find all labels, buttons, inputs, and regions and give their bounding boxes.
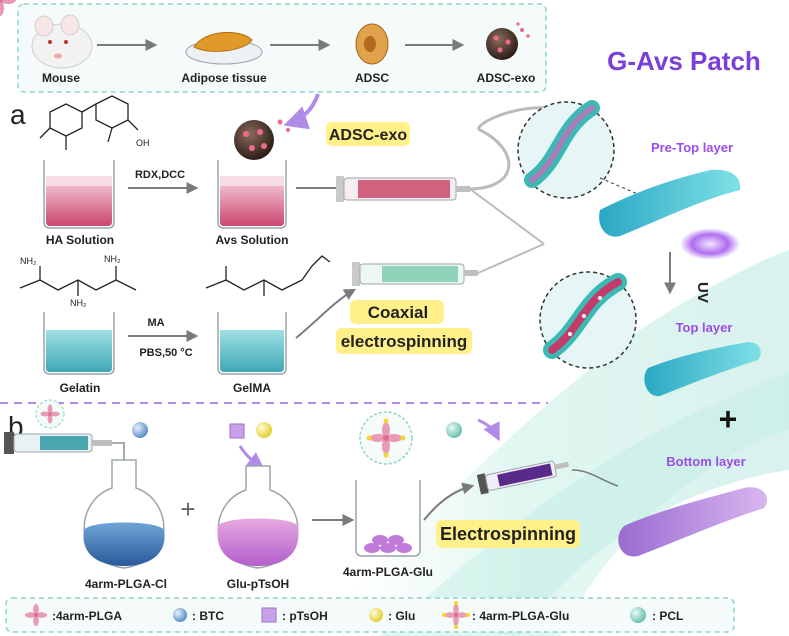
ha-solution-beaker <box>43 160 115 229</box>
top-layer-zoom-circle <box>539 271 637 369</box>
arrow-exo-into-avs <box>283 93 320 130</box>
adsc-exo-highlight <box>326 122 410 146</box>
gelatin-nh2-2: NH₂ <box>104 254 121 264</box>
flask-2-label: Glu-pTsOH <box>227 577 289 591</box>
legend-pcl-icon <box>630 607 646 623</box>
exosome-particle-icon <box>234 119 290 160</box>
gelma-label: GelMA <box>233 381 271 395</box>
flask-4arm-plga-cl <box>83 459 165 569</box>
legend-ptsoh-icon <box>261 607 277 623</box>
gelatin-label: Gelatin <box>60 381 101 395</box>
adsc-label: ADSC <box>355 71 389 85</box>
tubing-1 <box>469 106 561 191</box>
reaction-reagents-label: RDX,DCC <box>135 169 185 181</box>
arrow-beaker-to-syringe <box>423 482 475 521</box>
adsc-exosome-icon <box>486 22 530 60</box>
top-pipeline-frame <box>17 3 547 93</box>
bottom-layer-label: Bottom layer <box>666 454 745 469</box>
needle-line-2 <box>477 243 545 274</box>
gelma-molecule-structure <box>205 255 331 296</box>
panel-b-plus: + <box>180 494 195 524</box>
background-fiber-band-2 <box>380 372 789 636</box>
flask-glu-ptsoh <box>217 465 299 569</box>
electrospinning-label: Electrospinning <box>440 524 576 544</box>
panel-a-label: a <box>10 99 26 130</box>
uv-lamp-icon <box>680 228 740 260</box>
legend-label-5: : 4arm-PLGA-Glu <box>472 609 569 623</box>
avs-solution-label: Avs Solution <box>216 233 289 247</box>
pre-top-layer-zoom-circle <box>517 100 615 199</box>
syringe-electrospinning-icon <box>476 460 570 495</box>
adsc-cell-icon <box>355 23 389 65</box>
adipose-tissue-dish-icon <box>185 31 263 65</box>
mouse-icon <box>31 14 93 69</box>
coaxial-label-line2: electrospinning <box>341 332 468 351</box>
legend-btc-icon <box>173 608 187 622</box>
conditions-label: PBS,50 °C <box>139 347 192 359</box>
ma-label: MA <box>147 317 164 329</box>
adsc-exo-highlight-label: ADSC-exo <box>329 127 407 144</box>
4arm-plga-glu-zoom-circle <box>0 0 413 465</box>
adsc-exo-label: ADSC-exo <box>477 71 536 85</box>
legend-label-2: : BTC <box>192 609 224 623</box>
beaker-4arm-plga-glu <box>355 480 421 557</box>
needle-line-1 <box>469 188 545 245</box>
4arm-plga-zoom-icon <box>35 399 65 429</box>
legend-label-6: : PCL <box>652 609 683 623</box>
mouse-label: Mouse <box>42 71 80 85</box>
btc-sphere-icon <box>132 422 148 438</box>
syringe-gelma-icon <box>352 262 478 286</box>
flask-1-label: 4arm-PLGA-Cl <box>85 577 167 591</box>
bottom-layer-fiber <box>618 487 768 557</box>
pre-top-layer-fiber <box>599 169 741 237</box>
glu-sphere-icon <box>256 422 272 438</box>
coaxial-highlight-2 <box>336 328 472 354</box>
gelatin-nh2-1: NH₂ <box>20 256 37 266</box>
electrospinning-jet <box>571 469 619 487</box>
ha-solution-label: HA Solution <box>46 233 114 247</box>
top-layer-fiber <box>644 342 761 397</box>
syringe-btc-icon <box>4 432 112 454</box>
avs-solution-beaker <box>217 160 287 229</box>
top-layer-label: Top layer <box>676 320 733 335</box>
electrospinning-highlight <box>436 520 580 548</box>
legend-4arm-plga-glu-icon <box>442 601 470 629</box>
legend-label-3: : pTsOH <box>282 609 328 623</box>
uv-label: UV <box>694 282 711 303</box>
arrow-ptsoh-into-flask <box>238 445 265 471</box>
ha-molecule-structure <box>39 95 139 150</box>
coaxial-label-line1: Coaxial <box>368 303 428 322</box>
ha-oh-label: OH <box>136 138 150 148</box>
beaker-label: 4arm-PLGA-Glu <box>343 565 433 579</box>
legend-label-4: : Glu <box>388 609 415 623</box>
pcl-sphere-icon <box>446 422 462 438</box>
coaxial-highlight-1 <box>350 300 444 324</box>
gelma-beaker <box>217 312 287 375</box>
gelatin-molecule-structure <box>19 266 137 296</box>
gelatin-beaker <box>43 312 115 375</box>
legend-label-1: :4arm-PLGA <box>52 609 122 623</box>
syringe-avs-icon <box>336 176 470 202</box>
figure-title: G-Avs Patch <box>607 46 761 76</box>
pre-top-layer-label: Pre-Top layer <box>651 140 733 155</box>
adipose-tissue-label: Adipose tissue <box>181 71 267 85</box>
arrow-pcl-into-syringe <box>477 418 500 442</box>
gelatin-nh2-3: NH₂ <box>70 298 87 308</box>
ptsoh-cube-icon <box>229 423 245 439</box>
arrow-gelma-to-syringe <box>295 288 357 339</box>
legend-glu-icon <box>369 608 383 622</box>
layer-plus-sign: + <box>719 401 738 437</box>
